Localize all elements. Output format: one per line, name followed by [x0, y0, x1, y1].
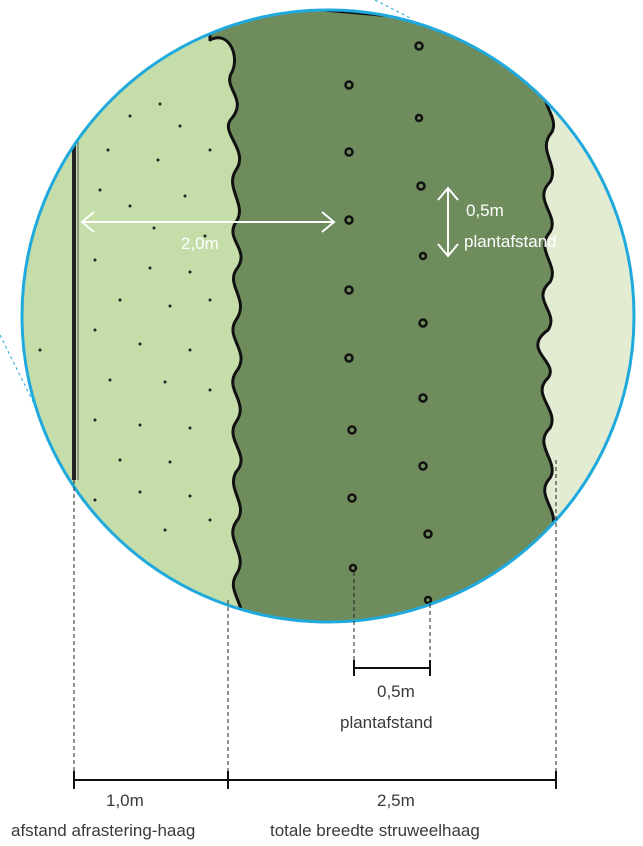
- spacing-top-text: plantafstand: [464, 232, 557, 251]
- width-dimension-line: [73, 771, 557, 789]
- spacing-bottom-text: plantafstand: [340, 713, 433, 732]
- total-width-value: 2,5m: [377, 791, 415, 810]
- hedge-canopy: [208, 10, 556, 622]
- distance-label: 2,0m: [181, 234, 219, 253]
- plants-row-left: [344, 80, 358, 573]
- total-width-text: totale breedte struweelhaag: [270, 821, 480, 840]
- spacing-top-value: 0,5m: [466, 201, 504, 220]
- fence-distance-text: afstand afrastering-haag: [11, 821, 195, 840]
- spacing-arrow-vertical: [437, 186, 459, 258]
- spacing-bottom-value: 0,5m: [377, 682, 415, 701]
- fence-distance-value: 1,0m: [106, 791, 144, 810]
- grass-dots: [38, 102, 212, 532]
- plants-row-right: [414, 41, 433, 605]
- spacing-dimension-line: [353, 660, 431, 676]
- distance-arrow-horizontal: [80, 211, 336, 233]
- zoom-circle-border: [20, 8, 636, 624]
- dimension-guides: [73, 460, 557, 776]
- callout-line-top: [374, 0, 411, 19]
